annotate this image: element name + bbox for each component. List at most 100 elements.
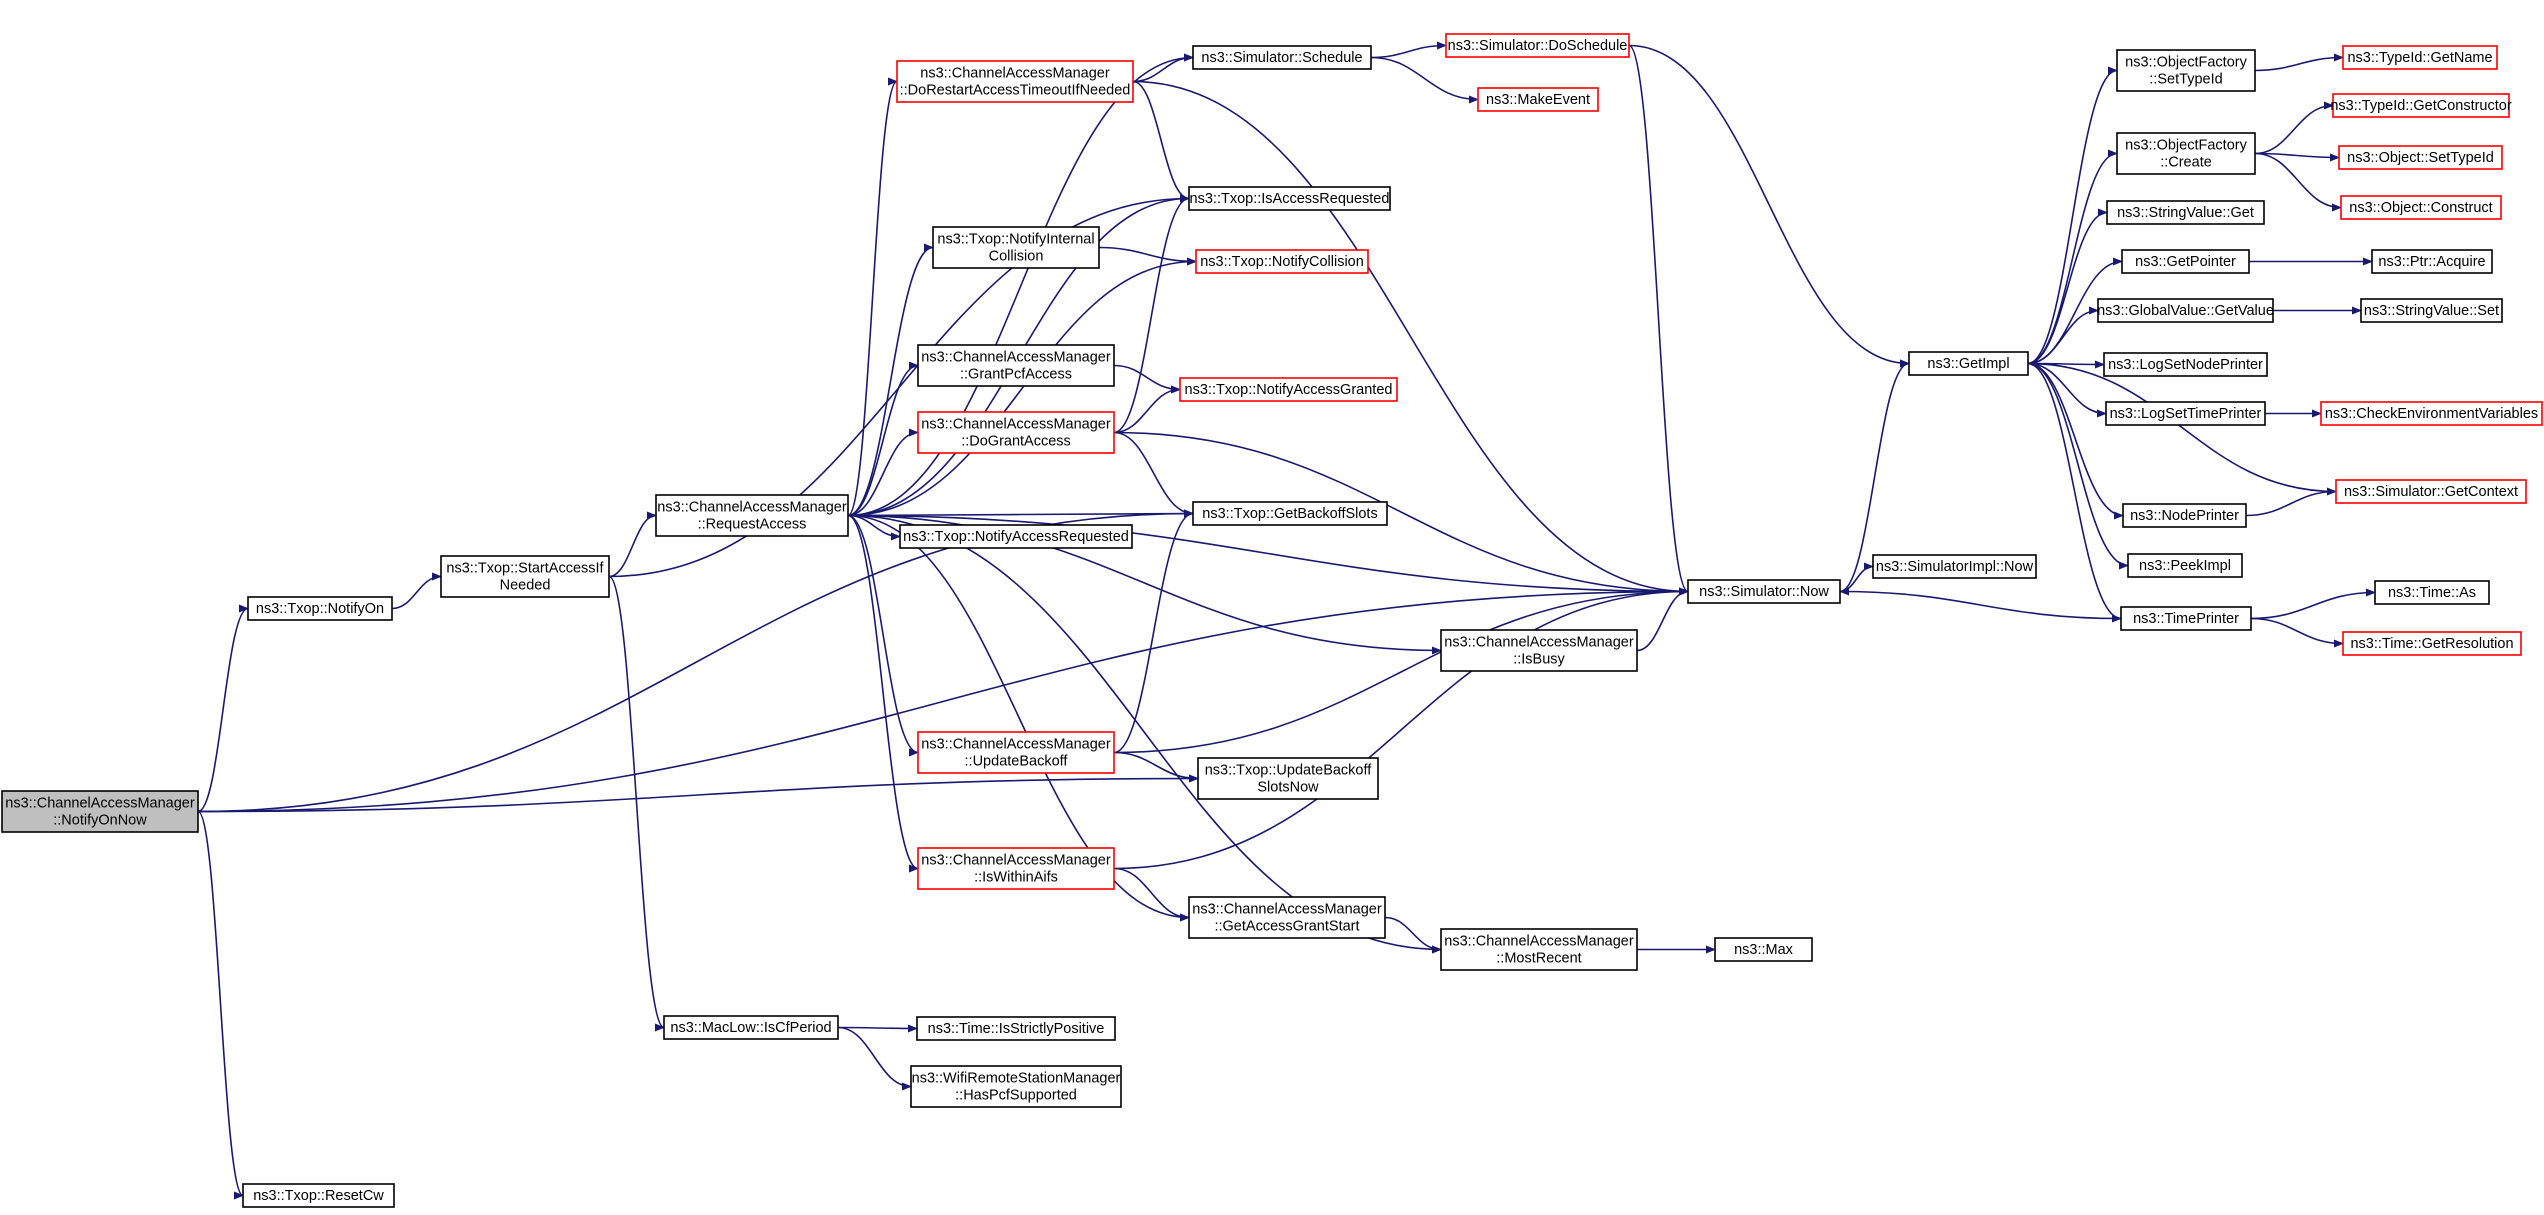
edge-schedule-to-doschedule <box>1370 41 1447 59</box>
node-getimpl[interactable]: ns3::GetImpl <box>1908 351 2029 376</box>
edge-requestaccess-to-grantpcf <box>847 361 919 517</box>
node-resetcw[interactable]: ns3::Txop::ResetCw <box>242 1183 395 1208</box>
node-root[interactable]: ns3::ChannelAccessManager::NotifyOnNow <box>1 790 199 833</box>
node-grantpcf-label-1: ::GrantPcfAccess <box>960 367 1072 383</box>
node-timeprinter-label-0: ns3::TimePrinter <box>2133 611 2239 627</box>
node-doschedule[interactable]: ns3::Simulator::DoSchedule <box>1445 33 1630 58</box>
edge-create-to-getctor <box>2254 101 2334 155</box>
node-isstrictly[interactable]: ns3::Time::IsStrictlyPositive <box>916 1016 1116 1041</box>
node-notifygranted-label-0: ns3::Txop::NotifyAccessGranted <box>1185 382 1393 398</box>
function-nodes: ns3::ChannelAccessManager::NotifyOnNowns… <box>1 33 2543 1208</box>
node-requestaccess[interactable]: ns3::ChannelAccessManager::RequestAccess <box>655 494 849 537</box>
node-grantpcf-box <box>917 344 1115 387</box>
node-implnow-box <box>1872 554 2037 579</box>
node-create-label-1: ::Create <box>2160 155 2212 171</box>
node-getaccessgrant[interactable]: ns3::ChannelAccessManager::GetAccessGran… <box>1188 896 1386 939</box>
node-logtime[interactable]: ns3::LogSetTimePrinter <box>2105 401 2266 426</box>
node-max[interactable]: ns3::Max <box>1714 937 1813 962</box>
node-dorestart[interactable]: ns3::ChannelAccessManager::DoRestartAcce… <box>896 60 1134 103</box>
node-notifyon[interactable]: ns3::Txop::NotifyOn <box>247 596 393 621</box>
node-grantpcf-label-0: ns3::ChannelAccessManager <box>921 350 1111 366</box>
node-haspcf[interactable]: ns3::WifiRemoteStationManager::HasPcfSup… <box>910 1065 1122 1108</box>
edge-getimpl-to-strget <box>2027 208 2108 365</box>
node-iswithinaifs[interactable]: ns3::ChannelAccessManager::IsWithinAifs <box>917 847 1115 890</box>
node-dogrant[interactable]: ns3::ChannelAccessManager::DoGrantAccess <box>917 411 1115 454</box>
node-getname-label-0: ns3::TypeId::GetName <box>2347 50 2492 66</box>
edge-iswithinaifs-to-getaccessgrant <box>1113 867 1190 922</box>
node-updatebackoff-label-1: ::UpdateBackoff <box>965 754 1069 770</box>
node-updatebackoff[interactable]: ns3::ChannelAccessManager::UpdateBackoff <box>917 731 1115 774</box>
node-settypeid[interactable]: ns3::ObjectFactory::SetTypeId <box>2116 49 2256 92</box>
node-logtime-box <box>2105 401 2266 426</box>
node-max-label-0: ns3::Max <box>1734 942 1794 958</box>
node-acquire[interactable]: ns3::Ptr::Acquire <box>2371 249 2493 274</box>
edge-dogrant-to-isaccessreq <box>1113 194 1190 434</box>
node-isbusy[interactable]: ns3::ChannelAccessManager::IsBusy <box>1440 629 1638 672</box>
node-getpointer[interactable]: ns3::GetPointer <box>2121 249 2250 274</box>
node-getname[interactable]: ns3::TypeId::GetName <box>2342 45 2498 70</box>
node-timeprinter[interactable]: ns3::TimePrinter <box>2120 606 2252 631</box>
edge-root-to-now <box>197 587 1689 813</box>
edge-notifyinternal-to-notifycollision <box>1098 246 1197 266</box>
edge-getaccessgrant-to-mostrecent <box>1384 916 1442 954</box>
node-construct[interactable]: ns3::Object::Construct <box>2340 195 2502 220</box>
node-peekimpl[interactable]: ns3::PeekImpl <box>2127 553 2243 578</box>
node-getimpl-label-0: ns3::GetImpl <box>1927 356 2009 372</box>
node-notifycollision[interactable]: ns3::Txop::NotifyCollision <box>1195 249 1369 274</box>
node-makeevent[interactable]: ns3::MakeEvent <box>1477 87 1599 112</box>
edge-requestaccess-to-notifyaccessreq <box>847 514 901 541</box>
node-timeprinter-box <box>2120 606 2252 631</box>
node-grantpcf[interactable]: ns3::ChannelAccessManager::GrantPcfAcces… <box>917 344 1115 387</box>
node-lognode[interactable]: ns3::LogSetNodePrinter <box>2103 352 2268 377</box>
node-requestaccess-box <box>655 494 849 537</box>
node-getbackoff[interactable]: ns3::Txop::GetBackoffSlots <box>1192 501 1388 526</box>
node-notifyaccessreq[interactable]: ns3::Txop::NotifyAccessRequested <box>899 524 1133 549</box>
edge-startaccess-to-requestaccess <box>608 511 657 578</box>
node-notifyaccessreq-label-0: ns3::Txop::NotifyAccessRequested <box>903 529 1129 545</box>
node-getctor[interactable]: ns3::TypeId::GetConstructor <box>2330 93 2512 118</box>
node-implnow[interactable]: ns3::SimulatorImpl::Now <box>1872 554 2037 579</box>
node-updatebackoffslots-label-0: ns3::Txop::UpdateBackoff <box>1205 763 1373 779</box>
node-strset[interactable]: ns3::StringValue::Set <box>2360 298 2503 323</box>
node-notifygranted[interactable]: ns3::Txop::NotifyAccessGranted <box>1179 377 1398 402</box>
node-getres[interactable]: ns3::Time::GetResolution <box>2342 631 2522 656</box>
node-isaccessreq[interactable]: ns3::Txop::IsAccessRequested <box>1188 186 1391 211</box>
node-getpointer-label-0: ns3::GetPointer <box>2135 254 2236 270</box>
edge-root-to-updatebackoffslots <box>197 774 1199 813</box>
edge-getimpl-to-settypeid <box>2027 66 2118 365</box>
node-schedule[interactable]: ns3::Simulator::Schedule <box>1192 45 1372 70</box>
node-nodeprinter[interactable]: ns3::NodePrinter <box>2122 503 2247 528</box>
node-dogrant-label-1: ::DoGrantAccess <box>961 434 1071 450</box>
node-isstrictly-label-0: ns3::Time::IsStrictlyPositive <box>928 1021 1105 1037</box>
node-doschedule-label-0: ns3::Simulator::DoSchedule <box>1448 38 1628 54</box>
node-notifyaccessreq-box <box>899 524 1133 549</box>
edge-getimpl-to-peekimpl <box>2027 362 2129 570</box>
node-strget[interactable]: ns3::StringValue::Get <box>2106 200 2265 225</box>
node-mostrecent[interactable]: ns3::ChannelAccessManager::MostRecent <box>1440 928 1638 971</box>
node-notifyinternal-box <box>932 226 1100 269</box>
edge-create-to-construct <box>2254 152 2342 212</box>
edge-requestaccess-to-notifycollision <box>847 257 1197 517</box>
node-globalget[interactable]: ns3::GlobalValue::GetValue <box>2097 298 2274 323</box>
edge-root-to-notifyon <box>197 604 249 813</box>
node-now[interactable]: ns3::Simulator::Now <box>1687 579 1841 604</box>
node-create[interactable]: ns3::ObjectFactory::Create <box>2116 132 2256 175</box>
edge-timeprinter-to-getres <box>2250 617 2344 648</box>
node-startaccess-label-1: Needed <box>500 578 551 594</box>
edge-iscfperiod-to-isstrictly <box>837 1024 918 1033</box>
node-create-box <box>2116 132 2256 175</box>
node-getcontext[interactable]: ns3::Simulator::GetContext <box>2335 479 2527 504</box>
node-haspcf-box <box>910 1065 1122 1108</box>
node-objsettypeid[interactable]: ns3::Object::SetTypeId <box>2338 145 2503 170</box>
node-timeas[interactable]: ns3::Time::As <box>2374 580 2490 605</box>
node-iscfperiod[interactable]: ns3::MacLow::IsCfPeriod <box>663 1015 839 1040</box>
edge-getimpl-to-timeprinter <box>2027 362 2122 623</box>
node-max-box <box>1714 937 1813 962</box>
node-checkenv-box <box>2320 401 2543 426</box>
edge-iswithinaifs-to-now <box>1113 587 1689 870</box>
node-mostrecent-box <box>1440 928 1638 971</box>
node-checkenv[interactable]: ns3::CheckEnvironmentVariables <box>2320 401 2543 426</box>
